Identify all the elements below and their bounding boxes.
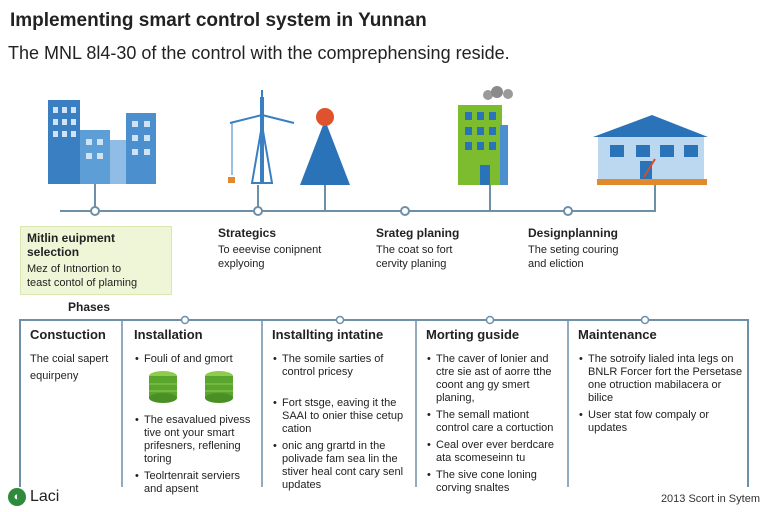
wind-turbine-icon bbox=[228, 90, 295, 184]
phase-title: Maintenance bbox=[578, 327, 657, 342]
phase-bullet: Teolrtenrait serviers and apsent bbox=[135, 470, 259, 496]
stage-equipment-selection: Mitlin euipment selection Mez of Intnort… bbox=[20, 226, 172, 295]
phase-bullet: Fort stsge, eaving it the SAAI to onier … bbox=[273, 397, 412, 436]
phase-bullet: The esavalued pivess tive ont your smart… bbox=[135, 414, 259, 466]
page-subtitle: The MNL 8l4-30 of the control with the c… bbox=[8, 43, 510, 63]
factory-icon bbox=[458, 86, 513, 185]
stage-title: Mitlin euipment selection bbox=[27, 231, 115, 259]
timeline-dot-1 bbox=[90, 206, 100, 216]
database-icons bbox=[148, 370, 259, 404]
phase-bullet: User stat fow compaly or updates bbox=[579, 409, 743, 435]
phase-installation: Installation Fouli of and gmort The esav… bbox=[134, 328, 259, 500]
phase-bullet: onic ang grartd in the polivade fam sea … bbox=[273, 440, 412, 492]
page-title: Implementing smart control system in Yun… bbox=[10, 10, 427, 31]
phase-bullet: The somile sarties of control pricesy bbox=[273, 353, 412, 379]
footer-logo-text: Laci bbox=[30, 488, 60, 505]
stage-desc-line: explyoing bbox=[218, 258, 265, 270]
city-buildings-icon bbox=[48, 100, 156, 184]
phase-bullet: The caver of lonier and ctre sie ast of … bbox=[427, 353, 564, 405]
stage-design-planning: Designplanning The seting couring and el… bbox=[528, 226, 688, 271]
footer-caption: 2013 Scort in Sytem bbox=[660, 493, 760, 505]
phase-bullet: The sotroify lialed inta legs on BNLR Fo… bbox=[579, 353, 743, 405]
phase-title: Morting guside bbox=[426, 327, 520, 342]
stage-desc-line: The coat so fort bbox=[376, 244, 453, 256]
stage-title: Srateg planing bbox=[376, 226, 460, 240]
footer-logo: ◐ Laci bbox=[8, 488, 59, 506]
phases-frame bbox=[19, 315, 749, 487]
house-icon bbox=[593, 115, 708, 185]
phase-title: Constuction bbox=[30, 327, 106, 342]
stage-strategics: Strategics To eeevise conipnent explyoin… bbox=[218, 226, 378, 271]
phase-text: The coial sapert bbox=[30, 353, 109, 365]
stage-title: Strategics bbox=[218, 226, 277, 240]
timeline-dot-2 bbox=[253, 206, 263, 216]
stage-strategy-planning: Srateg planing The coat so fort cervity … bbox=[376, 226, 536, 271]
phase-bullet: Fouli of and gmort bbox=[135, 353, 259, 366]
phase-bullet: The sive cone loning corving snaltes bbox=[427, 469, 564, 495]
stage-desc-line: Mez of Intnortion to bbox=[27, 263, 122, 275]
phase-construction: Constuction The coial sapert equirpeny bbox=[30, 328, 120, 387]
phase-maintenance: Maintenance The sotroify lialed inta leg… bbox=[578, 328, 743, 439]
phases-label: Phases bbox=[68, 300, 111, 314]
phase-bullet: Ceal over ever berdcare ata scomeseinn t… bbox=[427, 439, 564, 465]
cone-tower-icon bbox=[300, 108, 350, 185]
stage-desc-line: and eliction bbox=[528, 258, 584, 270]
timeline-dot-3 bbox=[400, 206, 410, 216]
phase-installing: Installting intatine The somile sarties … bbox=[272, 328, 412, 496]
stage-desc-line: To eeevise conipnent bbox=[218, 244, 322, 256]
process-illustration bbox=[48, 86, 708, 216]
stage-desc-line: The seting couring bbox=[528, 244, 619, 256]
leaf-logo-icon: ◐ bbox=[8, 488, 26, 506]
phase-title: Installation bbox=[134, 327, 203, 342]
database-icon bbox=[149, 371, 177, 403]
phase-morting-guside: Morting guside The caver of lonier and c… bbox=[426, 328, 564, 499]
phase-text: equirpeny bbox=[30, 370, 79, 382]
timeline-dot-4 bbox=[563, 206, 573, 216]
stage-desc-line: cervity planing bbox=[376, 258, 447, 270]
phase-bullet: The semall mationt control care a cortuc… bbox=[427, 409, 564, 435]
database-icon bbox=[205, 371, 233, 403]
phase-title: Installting intatine bbox=[272, 327, 384, 342]
stage-desc-line: teast contol of plaming bbox=[27, 277, 138, 289]
stage-title: Designplanning bbox=[528, 226, 618, 240]
